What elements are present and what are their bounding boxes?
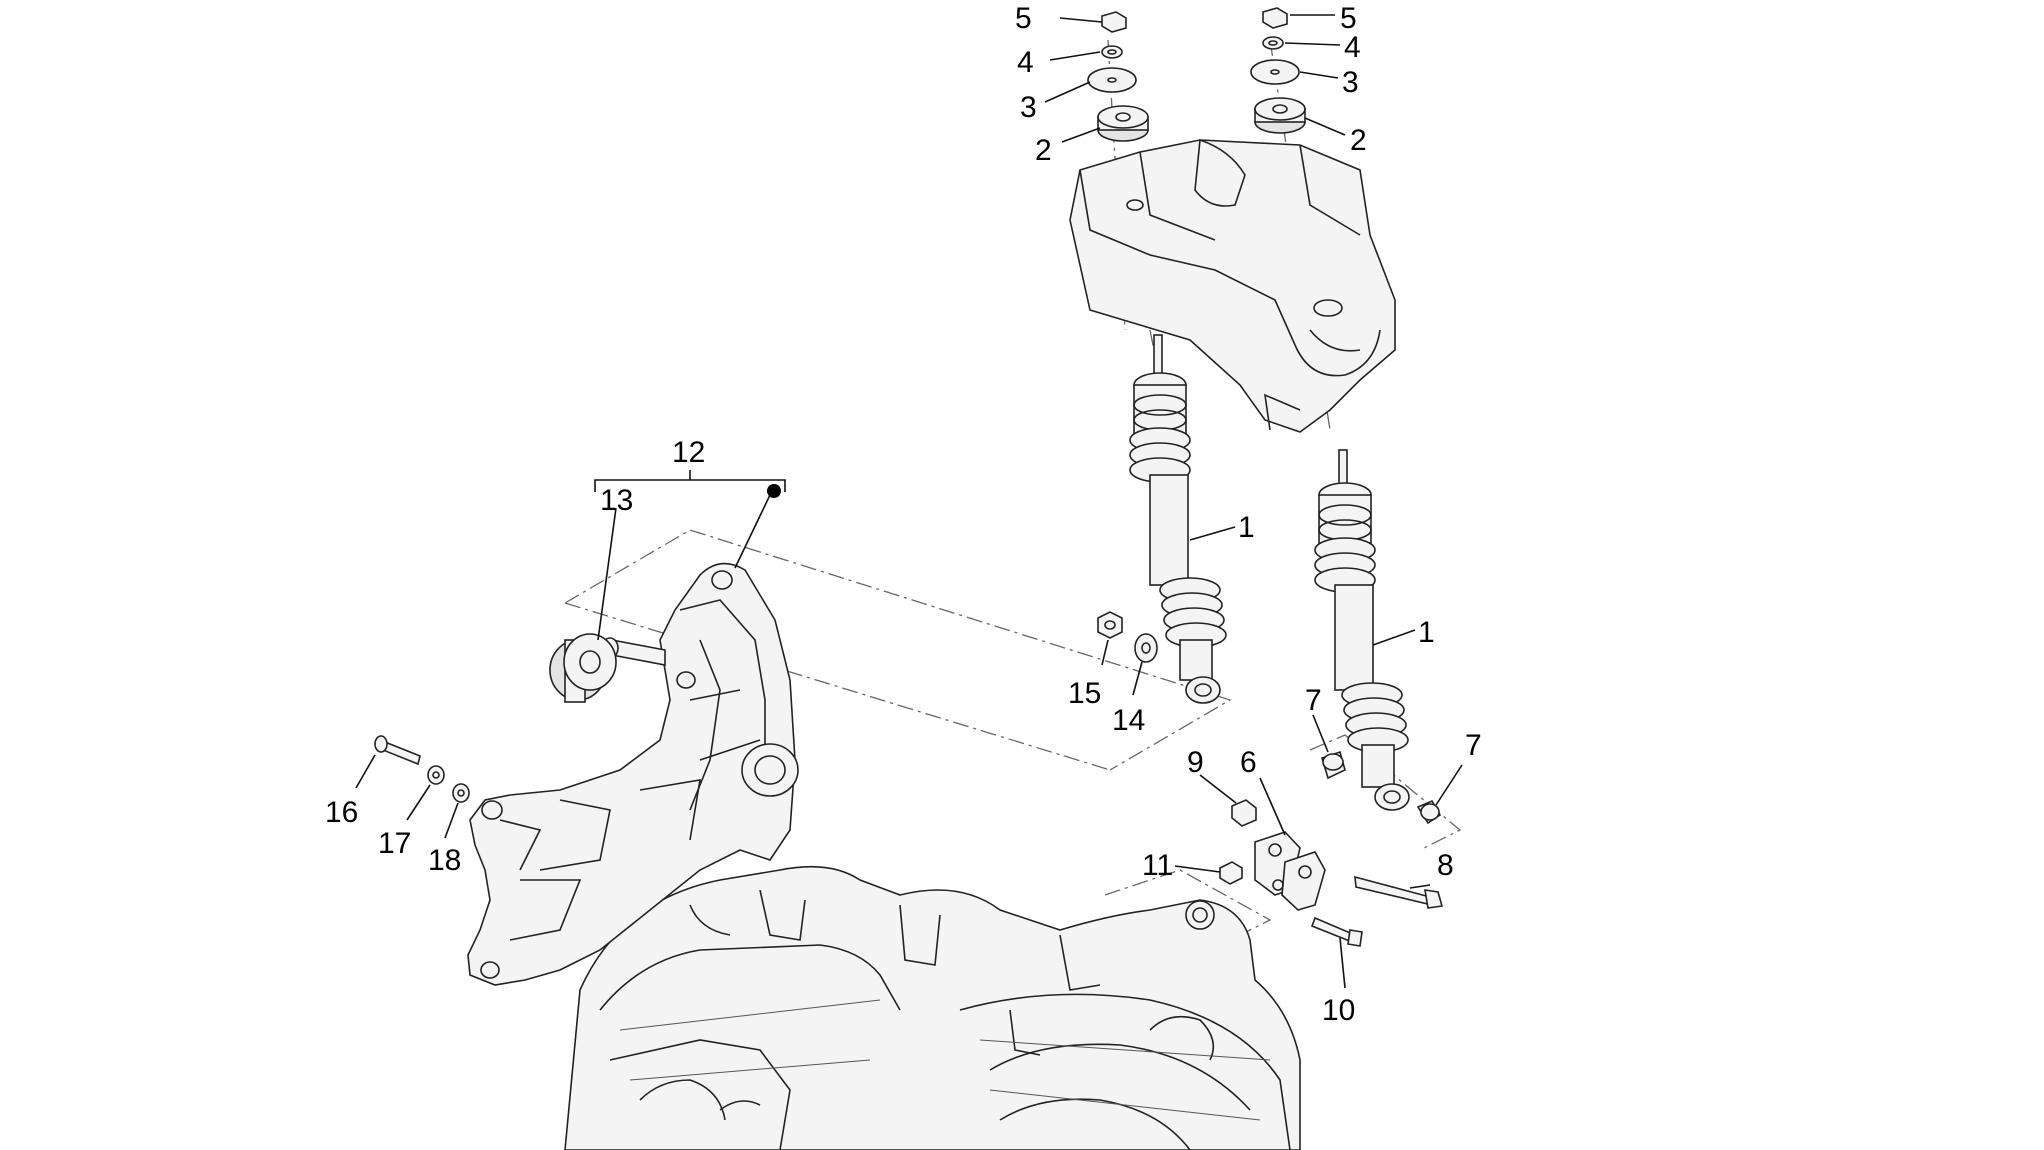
- callout-3-right: 3: [1342, 66, 1359, 99]
- callout-2-left: 2: [1035, 134, 1052, 167]
- callout-labels: 5 4 3 2 5 4 3 2 1 1 15 14 7 7 9 6 11 8 1…: [325, 2, 1482, 1027]
- bearing: [549, 633, 617, 703]
- top-mount-hardware-right: [1250, 7, 1306, 134]
- top-mount-hardware-left: [1087, 11, 1149, 142]
- callout-4-left: 4: [1017, 46, 1034, 79]
- callout-1-right: 1: [1418, 616, 1435, 649]
- assembly-marker-dot: [767, 484, 781, 498]
- leader-lines: [355, 14, 1463, 989]
- lower-hardware-left: [1097, 611, 1158, 663]
- callout-10: 10: [1322, 994, 1355, 1027]
- bolt-washer-set: [374, 735, 470, 803]
- callout-17: 17: [378, 827, 411, 860]
- engine-mount-bracket: [467, 562, 799, 986]
- callout-1-left: 1: [1238, 511, 1255, 544]
- callout-3-left: 3: [1020, 91, 1037, 124]
- callout-14: 14: [1112, 704, 1145, 737]
- callout-7-left: 7: [1305, 684, 1322, 717]
- callout-4-right: 4: [1344, 31, 1361, 64]
- callout-11: 11: [1142, 849, 1173, 882]
- shock-absorber-left: [1129, 334, 1227, 704]
- callout-15: 15: [1068, 677, 1101, 710]
- callout-5-left: 5: [1015, 2, 1032, 35]
- callout-9: 9: [1187, 746, 1204, 779]
- callout-8: 8: [1437, 849, 1454, 882]
- callout-18: 18: [428, 844, 461, 877]
- lower-mount-hardware: [1219, 750, 1444, 947]
- callout-7-right: 7: [1465, 729, 1482, 762]
- shock-absorber-right: [1314, 449, 1410, 811]
- callout-12: 12: [672, 436, 705, 469]
- callout-13: 13: [600, 484, 633, 517]
- callout-2-right: 2: [1350, 124, 1367, 157]
- engine-assembly: [564, 865, 1301, 1150]
- callout-5-right: 5: [1340, 2, 1357, 35]
- upper-shock-mount-bracket: [1069, 138, 1396, 433]
- callout-16: 16: [325, 796, 358, 829]
- callout-6: 6: [1240, 746, 1257, 779]
